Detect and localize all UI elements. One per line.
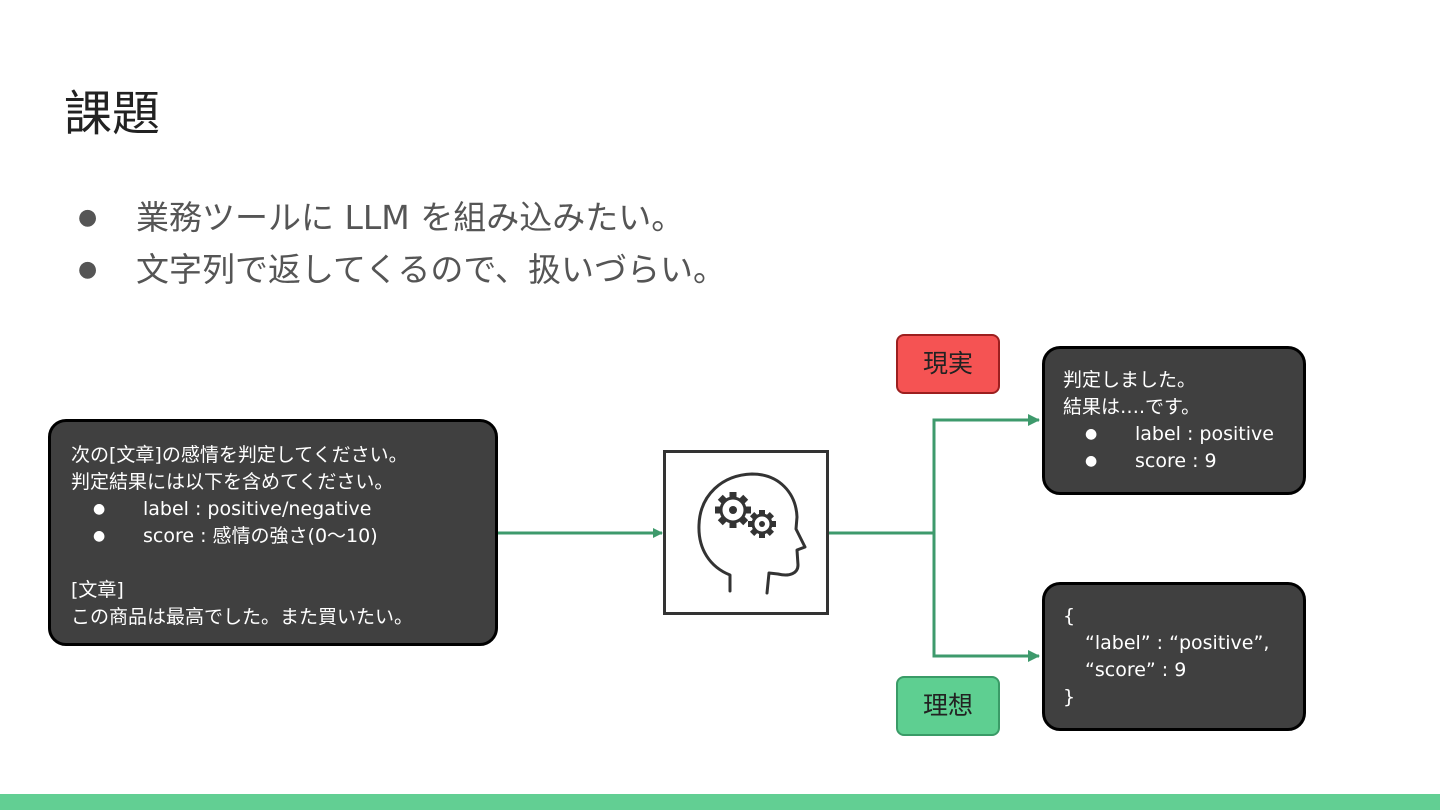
small-gear-icon — [748, 510, 776, 538]
llm-model-box — [663, 450, 829, 615]
arrowhead-icon — [1028, 650, 1040, 662]
list-dot: ● — [93, 528, 106, 544]
bullet-dot: ● — [78, 257, 98, 282]
prompt-list-item: ● score : 感情の強さ(0〜10) — [71, 523, 495, 550]
brain-gears-icon — [697, 472, 807, 595]
json-line: “score” : 9 — [1085, 659, 1187, 681]
list-text: score : 感情の強さ(0〜10) — [143, 525, 378, 547]
bullet-text: 文字列で返してくるので、扱いづらい。 — [136, 250, 727, 289]
model-to-outputs-connector — [829, 418, 1039, 658]
output-line: 結果は….です。 — [1063, 396, 1201, 418]
list-text: label : positive — [1135, 423, 1274, 445]
prompt-input-box: 次の[文章]の感情を判定してください。 判定結果には以下を含めてください。 ● … — [48, 419, 498, 646]
list-text: label : positive/negative — [143, 498, 372, 520]
output-list-item: ● label : positive — [1063, 421, 1303, 448]
list-dot: ● — [1085, 453, 1098, 469]
ideal-output-box: { “label” : “positive”, “score” : 9 } — [1042, 582, 1306, 731]
prompt-line: 判定結果には以下を含めてください。 — [71, 471, 394, 493]
reality-tag: 現実 — [896, 334, 1000, 394]
prompt-list-item: ● label : positive/negative — [71, 496, 495, 523]
input-sentence: この商品は最高でした。また買いたい。 — [71, 606, 414, 628]
list-dot: ● — [93, 501, 106, 517]
reality-output-box: 判定しました。 結果は….です。 ● label : positive ● sc… — [1042, 346, 1306, 495]
list-dot: ● — [1085, 426, 1098, 442]
arrowhead-icon — [1028, 414, 1040, 426]
large-gear-icon — [715, 492, 751, 528]
output-list-item: ● score : 9 — [1063, 448, 1303, 475]
ideal-tag: 理想 — [896, 676, 1000, 736]
slide-title: 課題 — [64, 86, 161, 142]
footer-bar — [0, 794, 1440, 810]
json-line: “label” : “positive”, — [1085, 632, 1270, 654]
bullet-dot: ● — [78, 205, 98, 230]
prompt-line: 次の[文章]の感情を判定してください。 — [71, 444, 408, 466]
list-text: score : 9 — [1135, 450, 1217, 472]
bullet-text: 業務ツールに LLM を組み込みたい。 — [136, 198, 685, 237]
json-line: { — [1063, 605, 1076, 627]
output-line: 判定しました。 — [1063, 369, 1197, 391]
section-label: [文章] — [71, 579, 124, 601]
json-line: } — [1063, 686, 1076, 708]
